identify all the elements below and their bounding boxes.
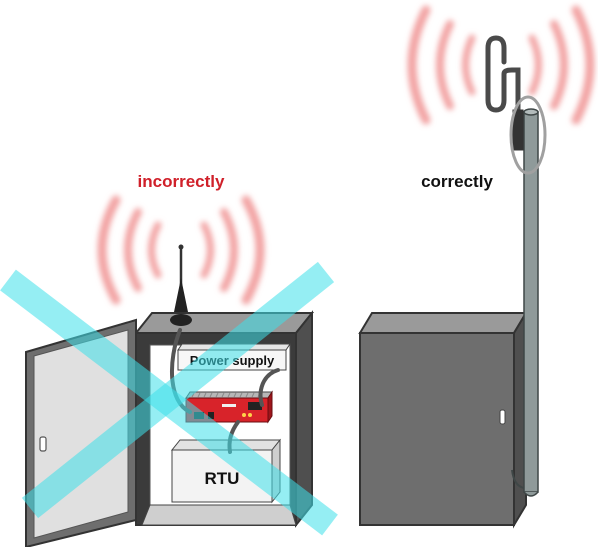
door-handle <box>39 436 47 452</box>
incorrect-setup: incorrectly Power supply <box>0 172 338 547</box>
correct-label: correctly <box>421 172 493 191</box>
antenna-icon <box>170 244 192 326</box>
radio-waves-icon <box>97 195 265 305</box>
incorrect-label: incorrectly <box>138 172 225 191</box>
closed-cabinet-handle <box>499 409 506 425</box>
mast-antenna-icon <box>485 35 547 175</box>
closed-cabinet-front <box>359 332 515 526</box>
correct-setup: correctly <box>358 5 595 529</box>
closed-cabinet-top <box>358 312 528 334</box>
cabinet-floor <box>141 504 297 526</box>
radio-waves-icon-mast <box>407 5 595 125</box>
x-mark-icon <box>0 261 338 536</box>
rtu-label: RTU <box>205 469 240 488</box>
mast <box>511 108 539 497</box>
